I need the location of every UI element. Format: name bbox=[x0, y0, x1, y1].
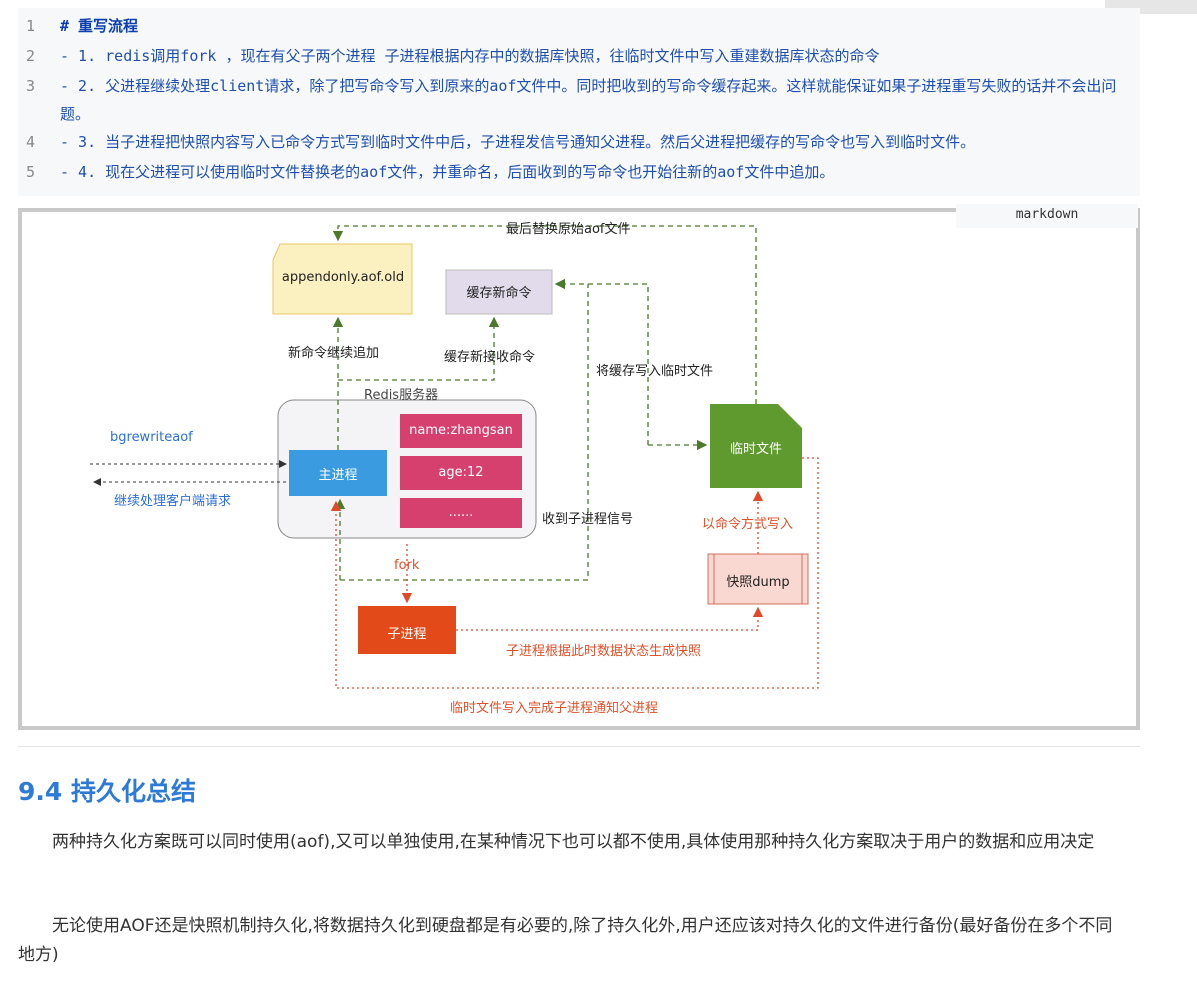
code-language-tag[interactable]: markdown bbox=[956, 204, 1138, 228]
fork-label: fork bbox=[394, 558, 420, 573]
child-process-label: 子进程 bbox=[387, 627, 427, 642]
snapshot-label: 子进程根据此时数据状态生成快照 bbox=[506, 644, 702, 659]
replace-label: 最后替换原始aof文件 bbox=[506, 222, 631, 237]
cache-box-shape bbox=[445, 269, 553, 315]
code-text: - 3. 当子进程把快照内容写入已命令方式写到临时文件中后，子进程发信号通知父进… bbox=[60, 133, 976, 151]
replace-arrow bbox=[332, 225, 757, 404]
mem-item-label: age:12 bbox=[438, 465, 484, 480]
bgrewrite-label: bgrewriteaof bbox=[110, 430, 193, 445]
main-process-shape bbox=[289, 450, 387, 496]
mem-item-shape bbox=[400, 498, 522, 528]
paragraph: 无论使用AOF还是快照机制持久化,将数据持久化到硬盘都是有必要的,除了持久化外,… bbox=[18, 916, 1113, 965]
client-label: 继续处理客户端请求 bbox=[114, 494, 232, 509]
append-label: 新命令继续追加 bbox=[288, 346, 380, 361]
line-number: 2 bbox=[26, 47, 36, 65]
code-text: # 重写流程 bbox=[60, 17, 139, 35]
cache-recv-arrow bbox=[338, 316, 500, 381]
code-text: - 1. redis调用fork ，现在有父子两个进程 子进程根据内存中的数据库… bbox=[60, 47, 880, 65]
line-number: 5 bbox=[26, 163, 36, 181]
line-number: 4 bbox=[26, 133, 36, 151]
code-block: 1 # 重写流程 2 - 1. redis调用fork ，现在有父子两个进程 子… bbox=[18, 8, 1140, 196]
cache-recv-label: 缓存新接收命令 bbox=[444, 350, 536, 365]
dump-box-label: 快照dump bbox=[726, 575, 790, 590]
temp-file-shape bbox=[710, 404, 802, 488]
notify-parent-arrow bbox=[330, 457, 819, 689]
signal-label: 收到子进程信号 bbox=[542, 512, 634, 527]
notify-label: 临时文件写入完成子进程通知父进程 bbox=[450, 701, 659, 716]
snapshot-arrow bbox=[456, 606, 764, 631]
dump-box-shape bbox=[707, 553, 809, 605]
line-number: 3 bbox=[26, 77, 36, 95]
mem-item-shape bbox=[400, 456, 522, 490]
signal-path bbox=[340, 284, 589, 581]
old-file-label: appendonly.aof.old bbox=[281, 270, 405, 285]
mem-item-label: name:zhangsan bbox=[409, 423, 513, 438]
temp-file-label: 临时文件 bbox=[729, 442, 782, 457]
section-divider bbox=[18, 746, 1140, 747]
paragraph: 两种持久化方案既可以同时使用(aof),又可以单独使用,在某种情况下也可以都不使… bbox=[52, 832, 1095, 852]
server-label: Redis服务器 bbox=[364, 388, 439, 403]
main-process-label: 主进程 bbox=[318, 468, 358, 483]
mem-item-shape bbox=[400, 414, 522, 448]
cache-box-label: 缓存新命令 bbox=[466, 286, 532, 301]
cmd-write-label: 以命令方式写入 bbox=[702, 517, 794, 532]
line-number: 1 bbox=[26, 17, 36, 35]
code-text: - 2. 父进程继续处理client请求，除了把写命令写入到原来的aof文件中。… bbox=[60, 77, 1117, 123]
diagram-frame bbox=[18, 208, 1140, 730]
section-heading: 9.4 持久化总结 bbox=[18, 777, 196, 806]
write-cache-label: 将缓存写入临时文件 bbox=[596, 364, 714, 379]
child-process-shape bbox=[358, 606, 456, 654]
mem-item-label: ...... bbox=[448, 505, 474, 520]
diagram-graphics bbox=[18, 208, 1140, 730]
old-file-shape bbox=[272, 243, 413, 315]
aof-rewrite-diagram: 最后替换原始aof文件 appendonly.aof.old 缓存新命令 新命令… bbox=[18, 208, 1140, 732]
code-text: - 4. 现在父进程可以使用临时文件替换老的aof文件，并重命名，后面收到的写命… bbox=[60, 163, 835, 181]
